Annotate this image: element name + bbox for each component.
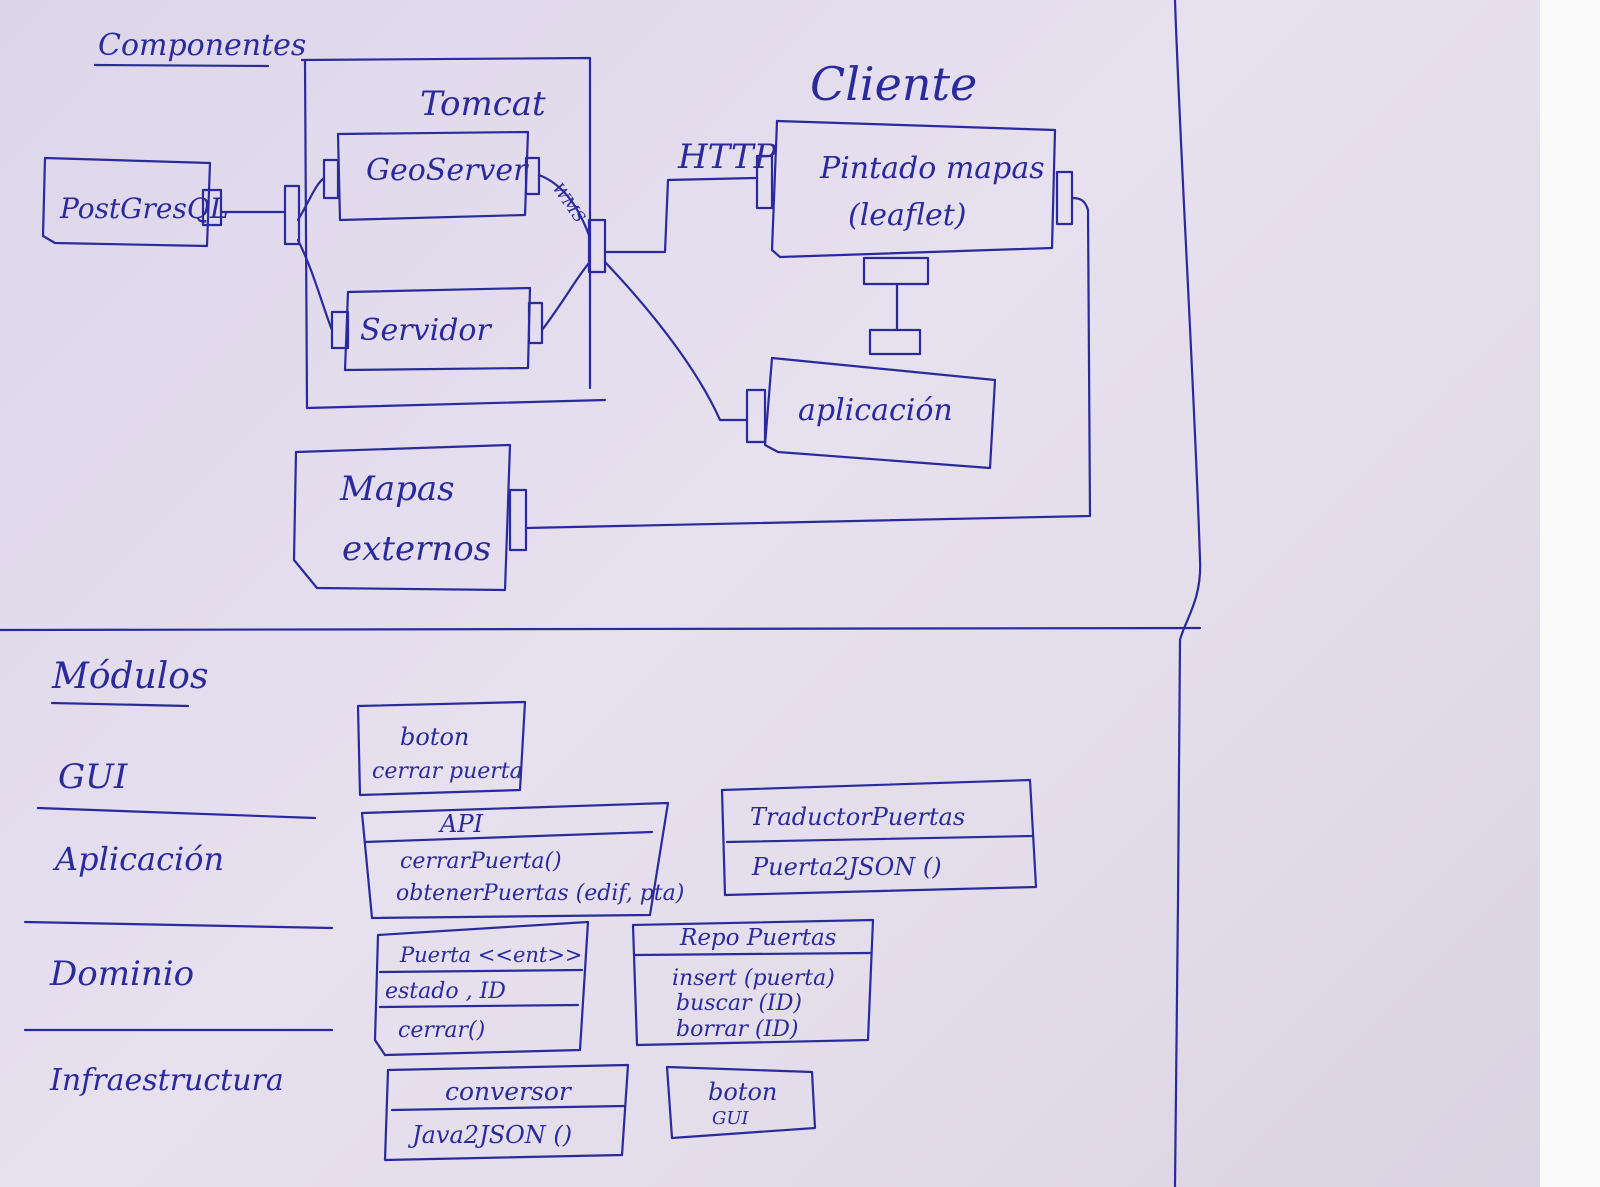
geoserver-label: GeoServer [366, 153, 529, 188]
servidor-label: Servidor [360, 313, 492, 348]
pintado-line1: Pintado mapas [819, 151, 1045, 186]
cliente-label: Cliente [810, 57, 977, 111]
pintado-mapas-box [770, 119, 1057, 259]
puerta-attr: estado , ID [385, 979, 506, 1004]
postgresql-port [201, 188, 223, 227]
api-divider [363, 830, 654, 844]
conversor-line1: Java2JSON () [407, 1121, 572, 1149]
layer-dominio: Dominio [49, 954, 194, 994]
componentes-underline [93, 63, 270, 68]
api-title: API [438, 810, 483, 838]
pintado-right-port [1055, 170, 1074, 226]
http-link [603, 176, 757, 254]
paper-edge [1540, 0, 1600, 1187]
puerta-box [373, 920, 590, 1057]
postgresql-label: PostGresQL [59, 192, 228, 225]
horizontal-divider [0, 626, 1202, 632]
boton-cerrar-line2: cerrar puerta [372, 759, 523, 784]
tomcat-right-port [587, 218, 607, 274]
boton-gui-line2: GUI [712, 1108, 750, 1129]
repo-divider [633, 951, 872, 957]
tomcat-box [300, 56, 607, 410]
servidor-right-port [527, 301, 544, 345]
repo-line1: insert (puerta) [672, 966, 835, 991]
mapas-pintado-link [524, 196, 1092, 530]
conversor-divider [390, 1104, 627, 1112]
repo-box [631, 918, 875, 1047]
repo-line3: borrar (ID) [676, 1017, 798, 1042]
servidor-wms-link [540, 260, 592, 332]
aplicacion-box [763, 356, 997, 470]
pintado-left-port [755, 154, 774, 210]
api-box [360, 801, 670, 920]
tomcat-label: Tomcat [420, 84, 546, 124]
servidor-box [343, 286, 532, 372]
api-line1: cerrarPuerta() [400, 849, 562, 874]
tomcat-geoserver-link [296, 176, 326, 222]
mapas-line2: externos [342, 529, 491, 569]
layer-gui: GUI [58, 757, 128, 797]
layer-infraestructura: Infraestructura [49, 1063, 284, 1098]
repo-line2: buscar (ID) [676, 991, 802, 1016]
mapas-line1: Mapas [339, 469, 455, 509]
puerta-method: cerrar() [398, 1018, 485, 1043]
repo-title: Repo Puertas [679, 925, 837, 951]
wms-label: WMS [549, 179, 590, 226]
puerta-divider-2 [378, 1003, 580, 1009]
boton-gui-box [665, 1065, 817, 1140]
puerta-divider-1 [378, 968, 584, 974]
conversor-box [383, 1063, 630, 1162]
mapas-externos-box [292, 443, 512, 592]
vertical-divider [1173, 0, 1202, 1187]
layer-aplicacion: Aplicación [52, 840, 224, 878]
geoserver-left-port [322, 158, 340, 200]
aplicacion-top-port [868, 328, 922, 356]
layer-divider-1 [36, 806, 317, 820]
layer-divider-2 [23, 920, 334, 930]
modulos-underline [50, 701, 190, 708]
aplicacion-label: aplicación [798, 393, 953, 428]
conversor-title: conversor [445, 1077, 573, 1106]
geoserver-wms-link [537, 173, 592, 240]
boton-gui-line1: boton [708, 1078, 777, 1106]
puerta-title: Puerta <<ent>> [399, 943, 583, 967]
pintado-line2: (leaflet) [848, 198, 966, 233]
traductor-line1: Puerta2JSON () [751, 853, 942, 881]
postgresql-box [41, 156, 212, 248]
pintado-bottom-port [862, 256, 930, 286]
geoserver-box [336, 130, 530, 222]
modulos-heading: Módulos [51, 656, 208, 697]
boton-cerrar-box [356, 700, 527, 797]
api-line2: obtenerPuertas (edif, pta) [396, 881, 684, 906]
traductor-box [720, 778, 1038, 897]
traductor-title: TraductorPuertas [750, 803, 965, 831]
traductor-divider [725, 834, 1035, 844]
componentes-heading: Componentes [98, 28, 306, 63]
tomcat-aplicacion-link [603, 260, 749, 422]
mapas-right-port [508, 488, 528, 552]
aplicacion-left-port [745, 388, 767, 444]
tomcat-left-port [283, 184, 301, 246]
tomcat-servidor-link [296, 238, 334, 332]
boton-cerrar-line1: boton [400, 723, 469, 751]
